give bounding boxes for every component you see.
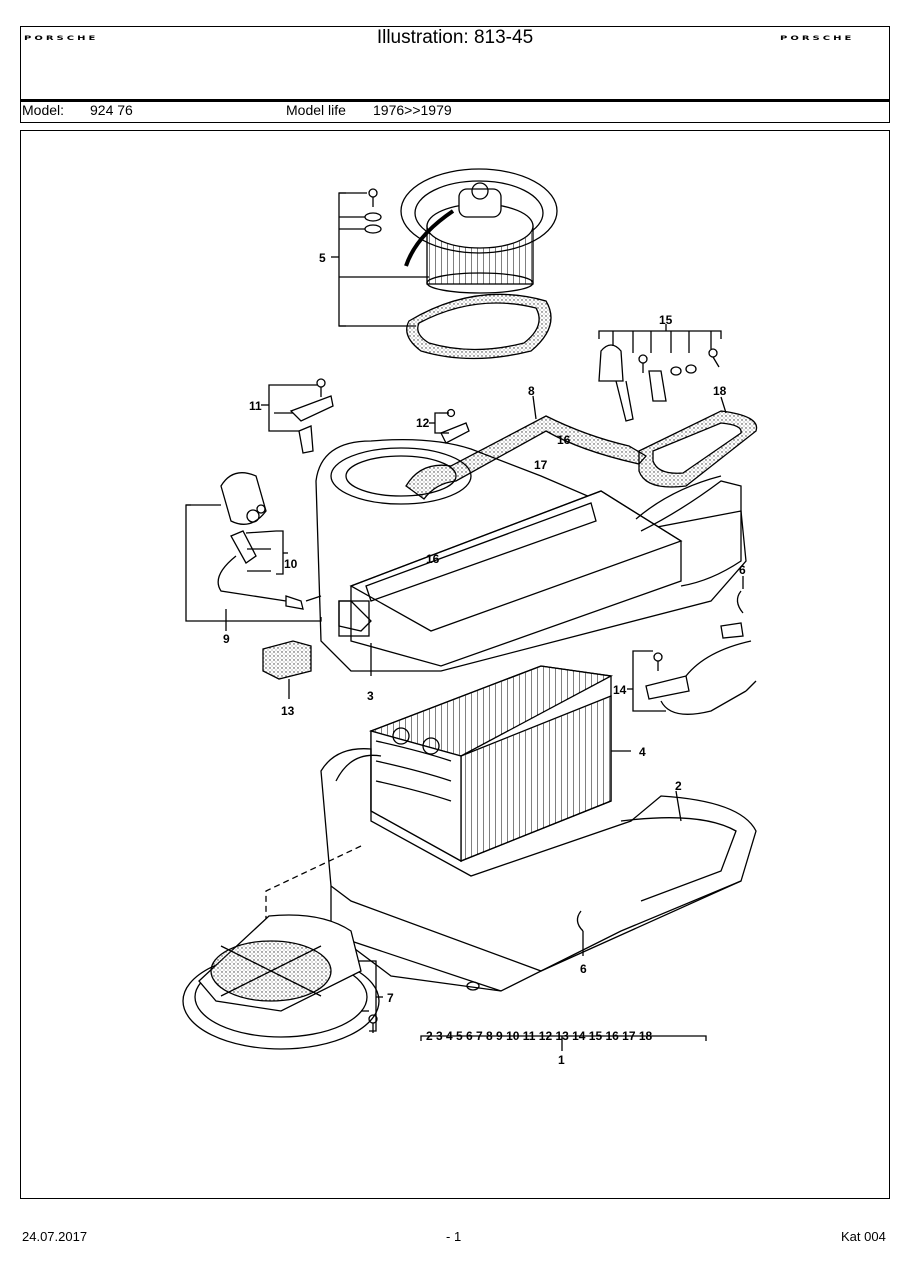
callout-6-upper: 6 — [739, 563, 746, 577]
valve-9 — [220, 472, 267, 525]
cover-13 — [262, 640, 312, 680]
callout-2: 2 — [675, 779, 682, 793]
callout-16-lower: 16 — [426, 552, 440, 566]
callout-12: 12 — [416, 416, 430, 430]
header-divider — [20, 99, 890, 102]
callout-3: 3 — [367, 689, 374, 703]
callout-17: 17 — [534, 458, 548, 472]
lower-housing-2 — [320, 748, 757, 992]
housing-3 — [315, 438, 747, 672]
callout-6-lower: 6 — [580, 962, 587, 976]
page-title: Illustration: 813-45 — [376, 27, 534, 48]
illustration-frame: 5 15 18 8 11 12 16 17 16 10 9 6 14 3 13 … — [20, 130, 890, 1199]
callout-14: 14 — [613, 683, 627, 697]
screw-stack-5 — [364, 188, 382, 234]
brand-logo-left: PORSCHE — [24, 35, 99, 42]
callout-11: 11 — [249, 399, 262, 413]
footer-date: 24.07.2017 — [22, 1229, 88, 1244]
callout-15: 15 — [659, 313, 673, 327]
callout-8: 8 — [528, 384, 535, 398]
callout-13: 13 — [281, 704, 295, 718]
callout-range: 2 3 4 5 6 7 8 9 10 11 12 13 14 15 16 17 … — [426, 1029, 653, 1043]
callout-4: 4 — [639, 745, 646, 759]
callout-1: 1 — [558, 1053, 565, 1067]
model-label: Model: — [22, 102, 65, 118]
footer-page: - 1 — [446, 1229, 462, 1244]
exploded-parts-diagram: 5 15 18 8 11 12 16 17 16 10 9 6 14 3 13 … — [182, 168, 758, 1067]
brand-logo-right: PORSCHE — [780, 35, 855, 42]
footer-catalog: Kat 004 — [841, 1229, 886, 1244]
callout-9: 9 — [223, 632, 230, 646]
clamp-15 — [598, 344, 624, 382]
duct-hose-8 — [405, 415, 648, 500]
callout-18: 18 — [713, 384, 727, 398]
callout-16-upper: 16 — [557, 433, 571, 447]
model-life-label: Model life — [286, 102, 346, 118]
callout-7: 7 — [387, 991, 394, 1005]
callout-5: 5 — [319, 251, 326, 265]
model-value: 924 76 — [90, 102, 133, 118]
callout-10: 10 — [284, 557, 298, 571]
model-life-value: 1976>>1979 — [373, 102, 452, 118]
header-frame — [20, 26, 890, 123]
